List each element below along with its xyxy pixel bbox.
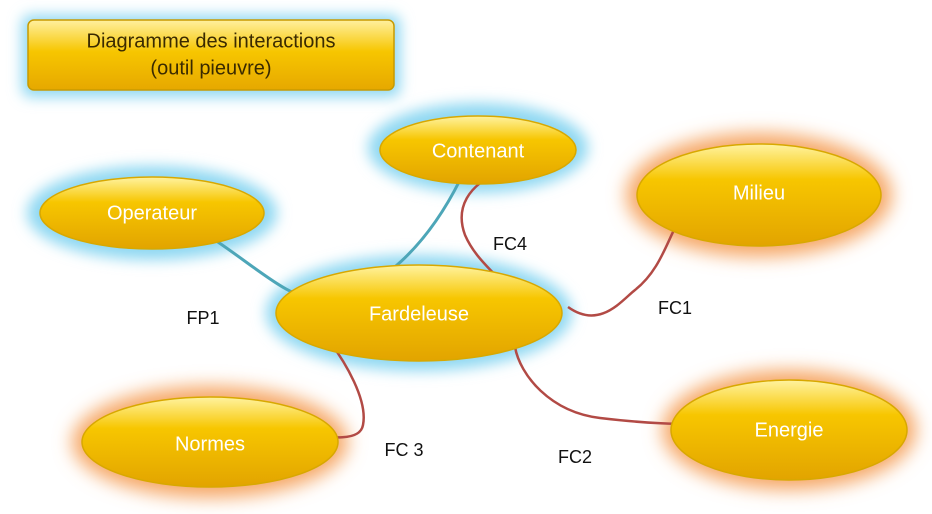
node-fardeleuse: Fardeleuse [275, 264, 563, 362]
node-contenant-label: Contenant [432, 140, 525, 162]
node-contenant: Contenant [379, 115, 577, 185]
title-line-1: Diagramme des interactions [87, 30, 336, 52]
node-energie-label: Energie [755, 419, 824, 441]
node-operateur-label: Operateur [107, 202, 197, 224]
title-box: Diagramme des interactions (outil pieuvr… [22, 15, 400, 97]
fc4-label: FC4 [493, 234, 527, 254]
node-normes-label: Normes [175, 433, 245, 455]
node-milieu-label: Milieu [733, 182, 785, 204]
node-energie: Energie [670, 379, 908, 481]
fc1-line [567, 227, 677, 317]
fp1-label: FP1 [186, 308, 219, 328]
fc2-label: FC2 [558, 447, 592, 467]
node-fardeleuse-label: Fardeleuse [369, 303, 469, 325]
title-line-2: (outil pieuvre) [150, 57, 271, 79]
node-operateur: Operateur [39, 176, 265, 250]
fc3-label: FC 3 [384, 440, 423, 460]
fc1-label: FC1 [658, 298, 692, 318]
node-normes: Normes [81, 396, 339, 488]
node-milieu: Milieu [636, 143, 882, 247]
connection-labels: FP1 FC4 FC1 FC2 FC 3 [186, 234, 692, 467]
